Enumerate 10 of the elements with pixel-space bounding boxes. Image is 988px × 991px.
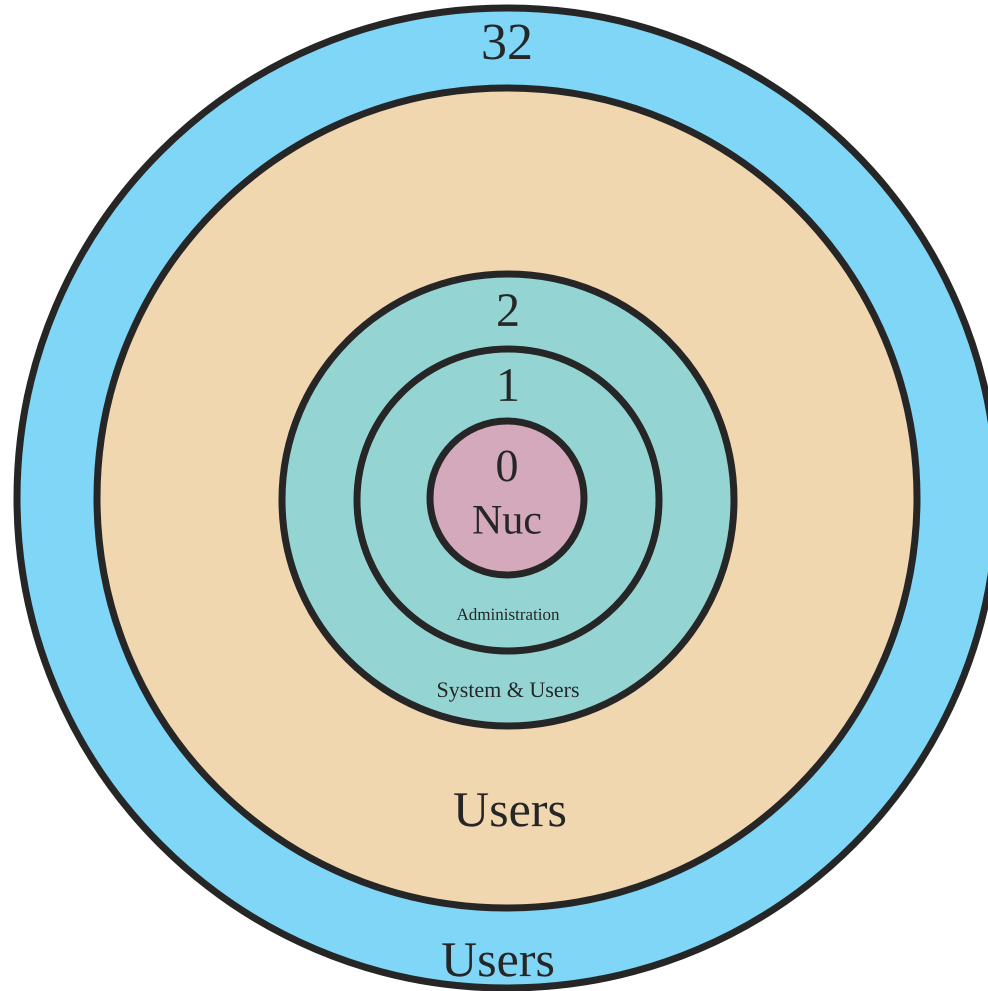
ring-label: System & Users xyxy=(438,682,579,702)
ring-label: 1 xyxy=(500,369,518,401)
ring-label: 0 xyxy=(497,450,517,482)
ring-label: Users xyxy=(454,793,566,827)
ring-label: 32 xyxy=(484,24,530,60)
ring-label: Administration xyxy=(456,608,560,620)
ring-label: Users xyxy=(442,943,554,977)
core-circle xyxy=(426,418,588,578)
ring-label: Nuc xyxy=(473,506,541,534)
ring-label: 2 xyxy=(498,294,518,326)
